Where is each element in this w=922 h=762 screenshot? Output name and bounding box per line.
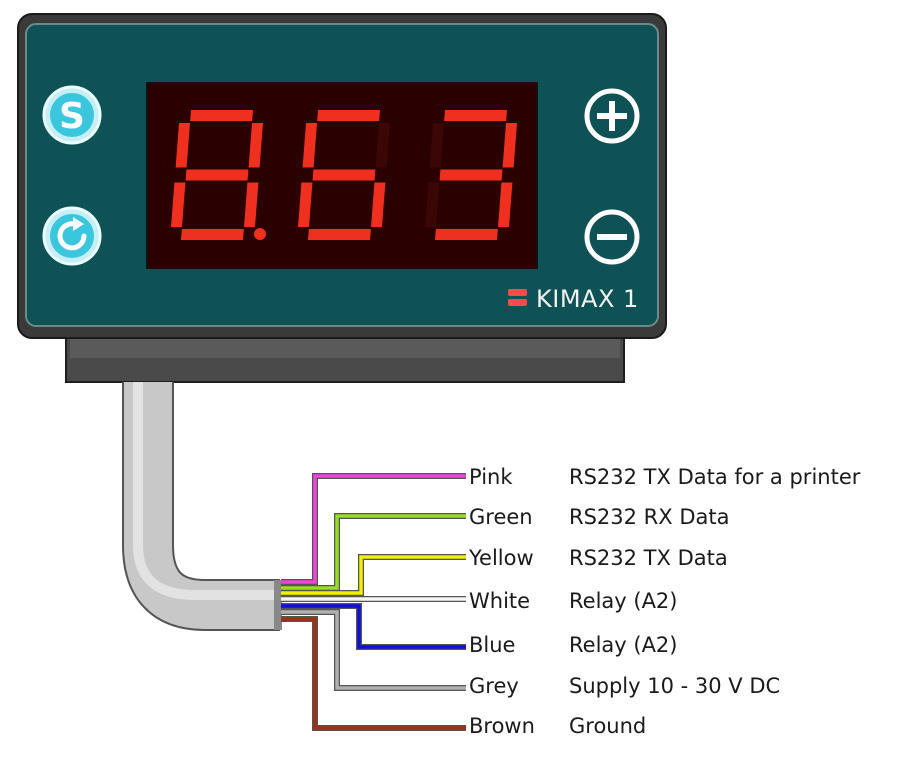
segment-c [371, 182, 386, 227]
cable [122, 382, 282, 631]
mounting-bracket [65, 333, 625, 383]
set-button[interactable]: S [42, 85, 102, 145]
display-digit-0 [171, 110, 263, 240]
wire-color-label-green: Green [469, 505, 533, 529]
plus-button[interactable] [584, 88, 640, 144]
segment-a [317, 110, 380, 121]
wire-function-yellow: RS232 TX Data [569, 546, 728, 570]
wire-green [281, 513, 466, 591]
wire-function-pink: RS232 TX Data for a printer [569, 465, 861, 489]
segment-c [498, 182, 513, 227]
minus-circle-icon [584, 209, 640, 265]
wire-pink [281, 473, 466, 585]
plus-circle-icon [584, 88, 640, 144]
segment-f [302, 123, 317, 168]
wire-function-white: Relay (A2) [569, 589, 678, 613]
segment-g [439, 169, 503, 181]
segment-c [244, 182, 259, 227]
display-digit-1 [298, 110, 390, 240]
display-digits [171, 110, 517, 240]
wire-color-label-pink: Pink [469, 465, 513, 489]
wire-function-green: RS232 RX Data [569, 505, 729, 529]
segment-b [248, 123, 263, 168]
wire-grey [281, 609, 466, 691]
wire-color-label-grey: Grey [469, 674, 519, 698]
wire-harness [281, 473, 466, 731]
wire-labels: Pink Green Yellow White Blue Grey Brown … [468, 465, 861, 738]
wire-color-label-white: White [469, 589, 530, 613]
wire-blue [281, 603, 466, 650]
segment-g [185, 169, 249, 181]
minus-button[interactable] [584, 209, 640, 265]
display-digit-2 [425, 110, 517, 240]
segment-d [308, 229, 371, 240]
wire-function-brown: Ground [569, 714, 646, 738]
segment-b [375, 123, 390, 168]
brand-name: KIMAX 1 [536, 285, 639, 313]
segment-e [425, 182, 440, 227]
s-letter-icon: S [59, 96, 85, 137]
segment-g [312, 169, 376, 181]
wire-color-label-blue: Blue [469, 633, 515, 657]
brand-mark-icon [508, 289, 527, 296]
reset-button[interactable] [42, 206, 102, 266]
segment-a [190, 110, 253, 121]
led-display [146, 82, 538, 269]
segment-d [435, 229, 498, 240]
wire-yellow [281, 554, 466, 596]
segment-b [502, 123, 517, 168]
segment-f [429, 123, 444, 168]
wire-color-label-brown: Brown [469, 714, 535, 738]
segment-f [175, 123, 190, 168]
wire-brown [281, 616, 466, 731]
refresh-icon [57, 217, 87, 251]
wire-function-grey: Supply 10 - 30 V DC [569, 674, 780, 698]
segment-d [181, 229, 244, 240]
wire-function-blue: Relay (A2) [569, 633, 678, 657]
wire-color-label-yellow: Yellow [468, 546, 534, 570]
segment-e [171, 182, 186, 227]
segment-e [298, 182, 313, 227]
brand-logo: KIMAX 1 [508, 285, 639, 313]
decimal-point [254, 228, 266, 240]
segment-a [444, 110, 507, 121]
